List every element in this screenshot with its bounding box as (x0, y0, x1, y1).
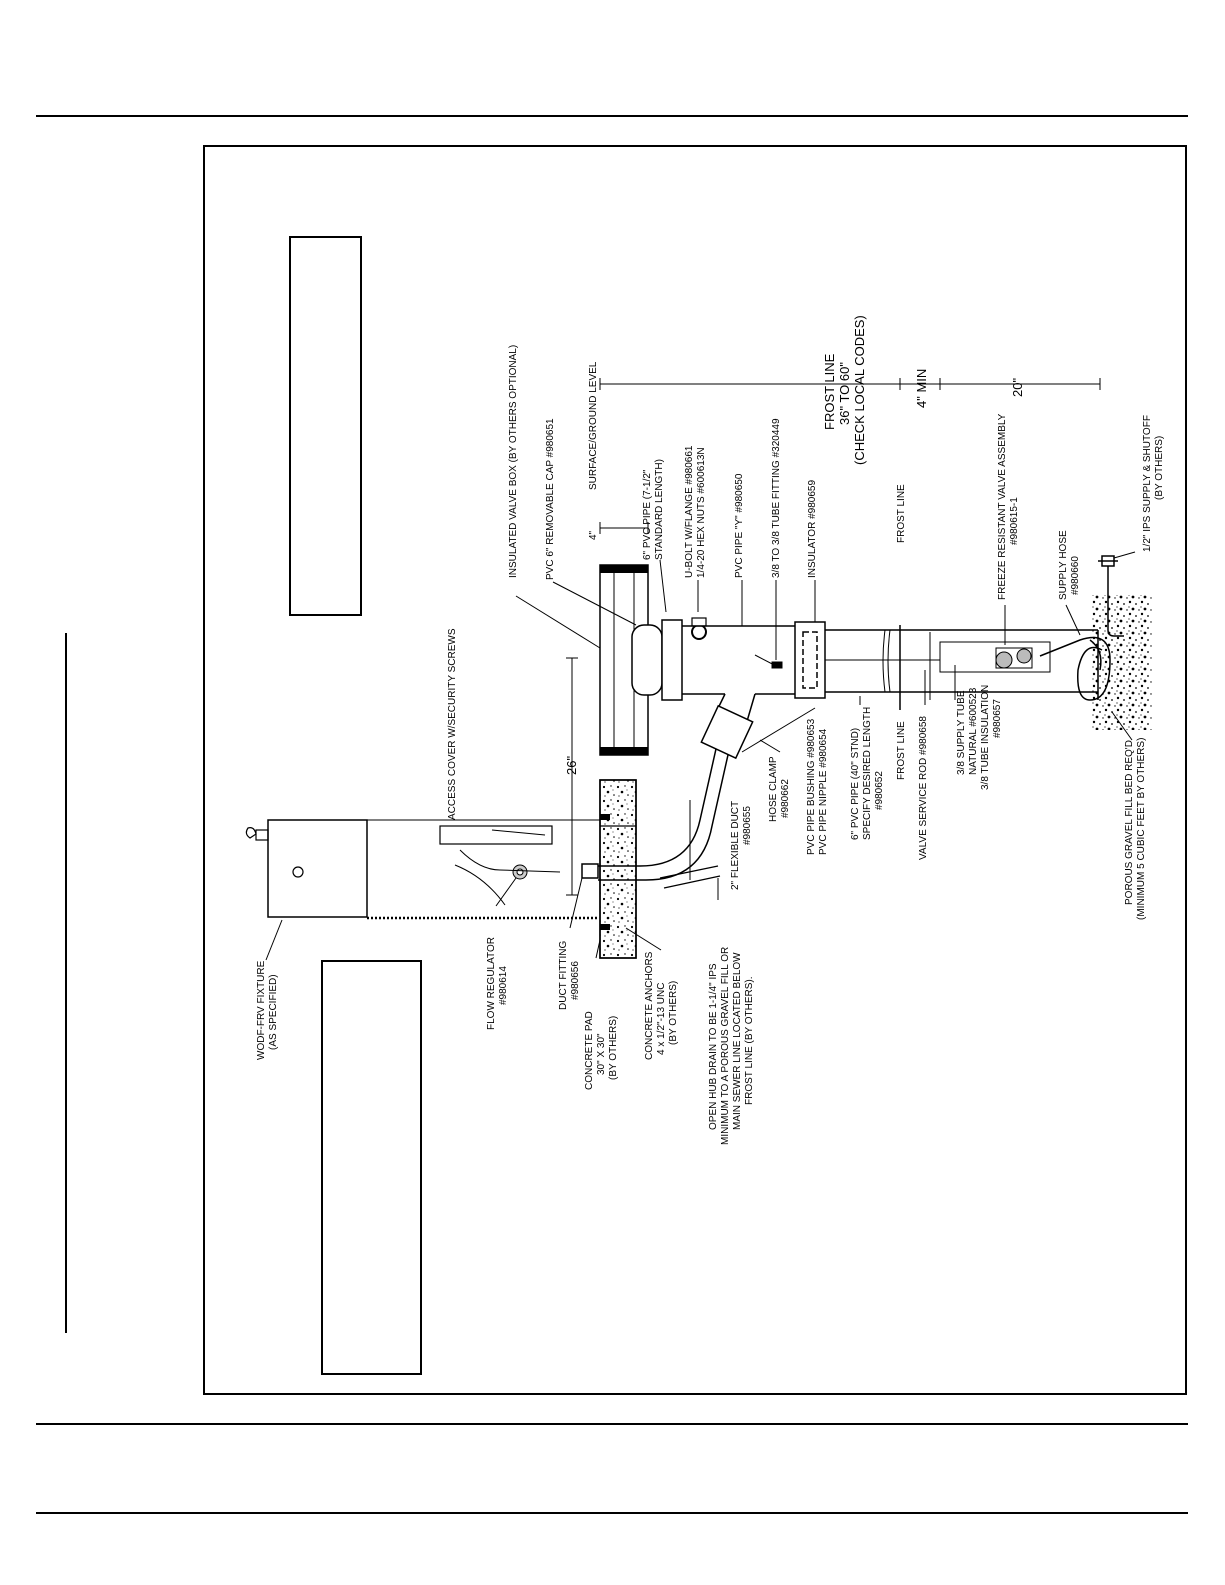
label-duct-fitting-2: #980656 (570, 961, 581, 1000)
label-pvc40-3: #980652 (874, 771, 885, 810)
label-drain-3: MAIN SEWER LINE LOCATED BELOW (732, 952, 743, 1130)
flow-regulator (454, 849, 561, 906)
label-frv-1: FREEZE RESISTANT VALVE ASSEMBLY (997, 413, 1008, 600)
label-drain-1: OPEN HUB DRAIN TO BE 1-1/4" IPS (708, 963, 719, 1130)
label-gravel-1: POROUS GRAVEL FILL BED REQ'D (1124, 740, 1135, 905)
label-fixture-2: (AS SPECIFIED) (268, 974, 279, 1050)
label-bushing-2: PVC PIPE NIPPLE #980654 (818, 728, 829, 855)
label-flow-reg-2: #980614 (498, 966, 509, 1005)
callout-labels: INSULATED VALVE BOX (BY OTHERS OPTIONAL)… (256, 315, 1165, 1145)
bottom-rule-2 (36, 1512, 1188, 1514)
drawing-frame (203, 145, 1187, 1395)
blank-box-lower (321, 960, 422, 1375)
label-frv-2: #980615-1 (1009, 497, 1020, 545)
label-frost-line-3: (CHECK LOCAL CODES) (852, 315, 867, 465)
label-dim-20: 20" (1010, 378, 1025, 397)
label-hose-clamp-2: #980662 (780, 779, 791, 818)
label-dim-4: 4" (588, 530, 599, 540)
label-anchors-1: CONCRETE ANCHORS (644, 951, 655, 1060)
drain-pipe (659, 865, 721, 889)
label-pad-1: CONCRETE PAD (584, 1011, 595, 1090)
label-frost-line-mid: FROST LINE (896, 484, 907, 543)
leader-lines (265, 551, 1136, 961)
label-frost-line-low: FROST LINE (896, 721, 907, 780)
label-dim-4min: 4" MIN (914, 369, 929, 408)
dimension-lines (566, 378, 1101, 896)
label-pvc-cap: PVC 6" REMOVABLE CAP #980651 (545, 418, 556, 580)
label-frost-line-2: 36" TO 60" (837, 362, 852, 425)
label-ubolt-1: U-BOLT W/FLANGE #980661 (684, 445, 695, 578)
label-supply-tube-3: 3/8 TUBE INSULATION (980, 685, 991, 790)
label-access-cover: ACCESS COVER W/SECURITY SCREWS (447, 628, 458, 820)
label-duct-fitting-1: DUCT FITTING (558, 941, 569, 1010)
label-pvc40-1: 6" PVC PIPE (40" STND) (850, 728, 861, 840)
label-flex-duct-2: #980655 (742, 806, 753, 845)
top-rule (36, 115, 1188, 117)
u-bolt (691, 617, 707, 640)
label-supply-tube-2: NATURAL #600523 (968, 687, 979, 775)
label-tube-fitting: 3/8 TO 3/8 TUBE FITTING #320449 (771, 418, 782, 578)
label-pad-2: 30" X 30" (596, 1033, 607, 1075)
label-pvc40-2: SPECIFY DESIRED LENGTH (862, 707, 873, 840)
label-ubolt-2: 1/4-20 HEX NUTS #600613N (696, 447, 707, 578)
freeze-resistant-valve (939, 641, 1051, 673)
label-surface: SURFACE/GROUND LEVEL (588, 361, 599, 490)
label-frost-line-1: FROST LINE (822, 353, 837, 430)
label-bushing-1: PVC PIPE BUSHING #980653 (806, 718, 817, 855)
label-flex-duct-1: 2" FLEXIBLE DUCT (730, 801, 741, 890)
label-anchors-3: (BY OTHERS) (668, 981, 679, 1045)
label-valve-rod: VALVE SERVICE ROD #980658 (918, 716, 929, 860)
bottom-rule-1 (36, 1423, 1188, 1425)
ips-shutoff (1098, 555, 1124, 637)
left-side-rule (65, 633, 67, 1333)
label-drain-4: FROST LINE (BY OTHERS). (744, 976, 755, 1105)
label-drain-2: MINIMUM TO A POROUS GRAVEL FILL OR (720, 947, 731, 1145)
label-anchors-2: 4 x 1/2"-13 UNC (656, 983, 667, 1055)
fixture (245, 819, 600, 920)
label-fixture-1: WODF-FRV FIXTURE (256, 960, 267, 1060)
label-supply-hose-2: #980660 (1070, 556, 1081, 595)
concrete-pad (599, 779, 637, 959)
label-supply-hose-1: SUPPLY HOSE (1058, 530, 1069, 600)
label-supply-tube-4: #980657 (992, 699, 1003, 738)
supply-tube (754, 625, 946, 710)
label-pvc-y: PVC PIPE "Y" #980650 (734, 473, 745, 578)
gravel-bed (1092, 595, 1152, 730)
label-gravel-2: (MINIMUM 5 CUBIC FEET BY OTHERS) (1136, 738, 1147, 920)
label-pad-3: (BY OTHERS) (608, 1016, 619, 1080)
label-pvc-pipe-2: STANDARD LENGTH) (654, 459, 665, 560)
label-insulated-valve-box: INSULATED VALVE BOX (BY OTHERS OPTIONAL) (508, 345, 519, 578)
label-flow-reg-1: FLOW REGULATOR (486, 937, 497, 1030)
removable-cap (631, 619, 683, 701)
label-hose-clamp-1: HOSE CLAMP (768, 756, 779, 822)
blank-box-upper (289, 236, 362, 616)
duct-fitting (581, 863, 599, 879)
label-ips-2: (BY OTHERS) (1154, 436, 1165, 500)
label-dim-26: 26" (564, 756, 579, 775)
label-supply-tube-1: 3/8 SUPPLY TUBE (956, 690, 967, 775)
label-ips-1: 1/2" IPS SUPPLY & SHUTOFF (1142, 415, 1153, 552)
label-pvc-pipe-1: 6" PVC PIPE (7-1/2" (642, 469, 653, 560)
label-insulator: INSULATOR #980659 (807, 480, 818, 578)
